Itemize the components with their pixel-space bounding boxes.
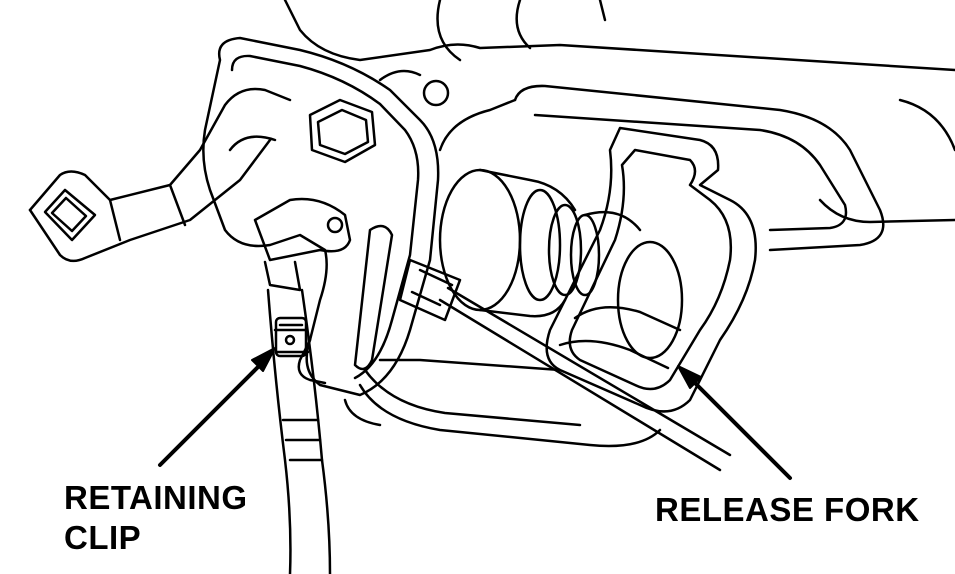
release-fork-arrow <box>678 366 790 478</box>
retaining-clip-label-text: RETAINING CLIP <box>64 479 248 556</box>
release-fork-label-text: RELEASE FORK <box>655 491 920 528</box>
retaining-clip-arrow <box>160 348 275 465</box>
release-cylinder-boot <box>440 170 640 316</box>
retaining-clip <box>276 318 306 356</box>
clutch-hose <box>268 290 330 574</box>
release-fork <box>547 128 756 411</box>
lower-bracket <box>345 360 660 446</box>
mounting-plate <box>203 38 438 395</box>
retaining-clip-label: RETAINING CLIP <box>64 478 248 558</box>
release-fork-label: RELEASE FORK <box>655 490 920 530</box>
bolt-icon <box>310 100 375 162</box>
clutch-lever <box>30 89 350 290</box>
transmission-housing <box>285 0 955 250</box>
clutch-line <box>400 260 730 470</box>
